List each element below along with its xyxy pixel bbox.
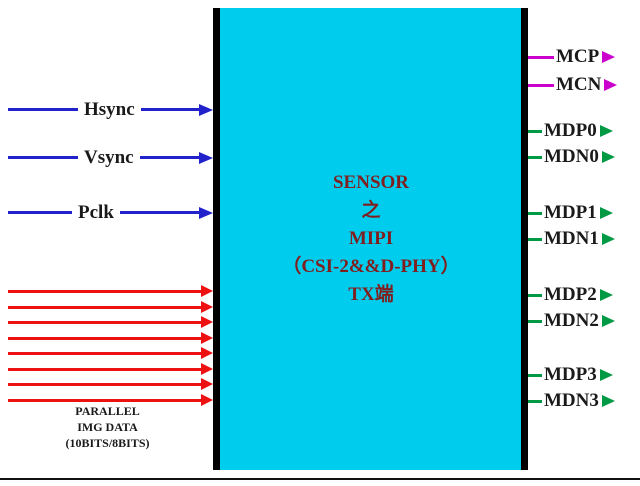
bus-label-line-2: IMG DATA [77,420,138,434]
output-row-mdn0: MDN0 [528,145,615,169]
mdn2-label: MDN2 [544,310,599,331]
mcp-label: MCP [556,46,600,67]
bus-line [8,399,201,402]
bus-line [8,352,201,355]
mdp2-arrowhead-icon [599,289,613,301]
block-title-line-1: SENSOR [332,172,410,193]
bus-arrowhead-icon [201,347,213,359]
mdn2-arrowhead-icon [601,315,615,327]
mdn3-arrowhead-icon [601,395,615,407]
output-row-mdp0: MDP0 [528,119,613,143]
bus-line [8,321,201,324]
bus-arrowhead-icon [201,363,213,375]
mdn1-label: MDN1 [544,228,599,249]
mdn0-line [528,155,542,159]
bus-arrowhead-icon [201,285,213,297]
output-row-mdn2: MDN2 [528,309,615,333]
pclk-arrowhead-icon [199,207,213,219]
bus-line [8,368,201,371]
bus-line [8,306,201,309]
block-title-line-5: TX端 [348,284,394,305]
mdp0-arrowhead-icon [599,125,613,137]
mdn2-line [528,319,542,323]
vsync-arrowhead-icon [199,152,213,164]
bus-arrowhead-icon [201,332,213,344]
block-title-line-2: 之 [361,200,381,221]
vsync-label: Vsync [78,147,140,169]
bus-label-line-1: PARALLEL [75,404,140,418]
bottom-divider [0,478,640,480]
mdp0-label: MDP0 [544,120,597,141]
block-title: SENSOR 之 MIPI （CSI-2&&D-PHY） TX端 [221,169,521,309]
mdp3-label: MDP3 [544,364,597,385]
mcn-line [528,83,554,87]
output-row-mdp1: MDP1 [528,201,613,225]
mdp1-label: MDP1 [544,202,597,223]
mdp3-arrowhead-icon [599,369,613,381]
block-title-line-4: （CSI-2&&D-PHY） [282,256,460,277]
mcn-label: MCN [556,74,602,95]
bus-line [8,337,201,340]
mdp1-arrowhead-icon [599,207,613,219]
mdp3-line [528,373,542,377]
output-row-mdp2: MDP2 [528,283,613,307]
mdn0-arrowhead-icon [601,151,615,163]
block-title-line-3: MIPI [348,228,394,249]
mdp0-line [528,129,542,133]
output-row-mdp3: MDP3 [528,363,613,387]
bus-line [8,290,201,293]
mdn0-label: MDN0 [544,146,599,167]
output-row-mcp: MCP [528,45,616,69]
mcn-arrowhead-icon [604,79,618,91]
pclk-label: Pclk [72,202,120,224]
mcp-line [528,55,554,59]
sensor-mipi-tx-block [213,8,528,470]
mcp-arrowhead-icon [602,51,616,63]
bus-arrowhead-icon [201,394,213,406]
bus-arrowhead-icon [201,378,213,390]
output-row-mdn3: MDN3 [528,389,615,413]
output-row-mdn1: MDN1 [528,227,615,251]
mdn1-line [528,237,542,241]
mdn1-arrowhead-icon [601,233,615,245]
bus-arrowhead-icon [201,316,213,328]
mdp2-line [528,293,542,297]
bus-arrowhead-icon [201,301,213,313]
parallel-bus-label: PARALLEL IMG DATA (10BITS/8BITS) [40,403,175,451]
bus-line [8,383,201,386]
mdp1-line [528,211,542,215]
hsync-arrowhead-icon [199,104,213,116]
mdn3-label: MDN3 [544,390,599,411]
output-row-mcn: MCN [528,73,618,97]
mdn3-line [528,399,542,403]
mdp2-label: MDP2 [544,284,597,305]
hsync-label: Hsync [78,99,141,121]
bus-label-line-3: (10BITS/8BITS) [65,436,150,450]
